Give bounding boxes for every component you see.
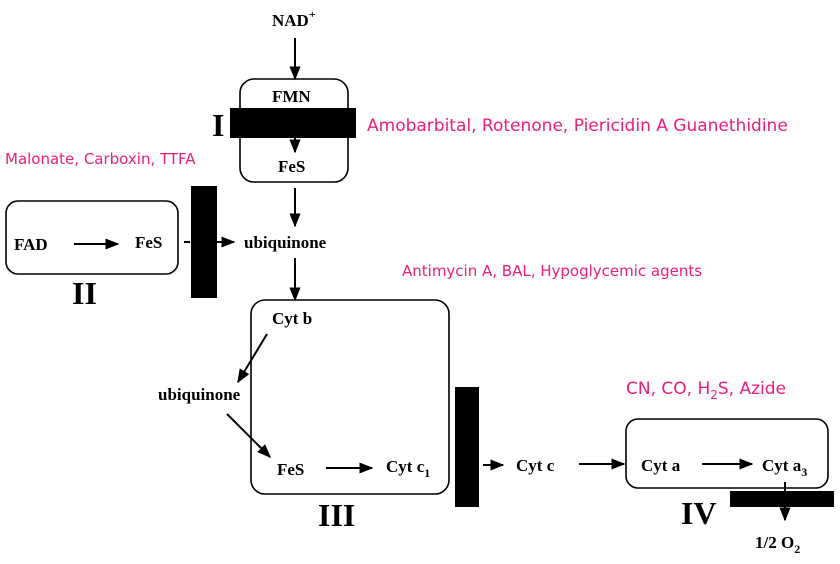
complex-iii-box — [250, 299, 450, 495]
arrow-cyt-b-to-ubiquinone — [237, 333, 268, 384]
complex-ii-box — [5, 200, 179, 275]
complex-ii-fad: FAD — [14, 235, 48, 254]
complex-iv-cyt-a: Cyt a — [641, 456, 681, 475]
complex-iv-cyt-a3: Cyt a3 — [762, 456, 807, 479]
complex-iii-inhibition-bar — [455, 387, 479, 507]
complex-i-fmn: FMN — [272, 87, 311, 106]
complex-iv-inhibition-bar — [730, 491, 834, 507]
complex-iii-label: III — [318, 497, 355, 533]
complex-iv-label: IV — [681, 495, 717, 531]
complex-ii-fes: FeS — [135, 233, 162, 252]
complex-iii-cyt-c1: Cyt c1 — [386, 457, 430, 480]
ubiquinone-top: ubiquinone — [244, 233, 327, 252]
complex-iii-inhibitors: Antimycin A, BAL, Hypoglycemic agents — [402, 262, 702, 280]
complex-iv-inhibitors: CN, CO, H2S, Azide — [626, 379, 786, 402]
complex-i-label: I — [212, 107, 224, 143]
complex-i-inhibition-bar — [230, 108, 356, 138]
arrow-ubiquinone-to-fes — [226, 413, 271, 458]
complex-ii-label: II — [72, 275, 97, 311]
nad-label: NAD+ — [272, 7, 316, 30]
complex-ii-inhibitors: Malonate, Carboxin, TTFA — [5, 150, 196, 168]
ubiquinone-mid: ubiquinone — [158, 385, 241, 404]
cyt-c: Cyt c — [516, 456, 555, 475]
oxygen-label: 1/2 O2 — [755, 533, 800, 556]
complex-iv-box — [625, 418, 829, 489]
complex-ii-inhibition-bar — [191, 186, 217, 298]
complex-iii-fes: FeS — [277, 460, 304, 479]
complex-i-inhibitors: Amobarbital, Rotenone, Piericidin A Guan… — [367, 116, 788, 136]
complex-i-fes: FeS — [278, 157, 305, 176]
complex-iii-cyt-b: Cyt b — [272, 309, 312, 328]
